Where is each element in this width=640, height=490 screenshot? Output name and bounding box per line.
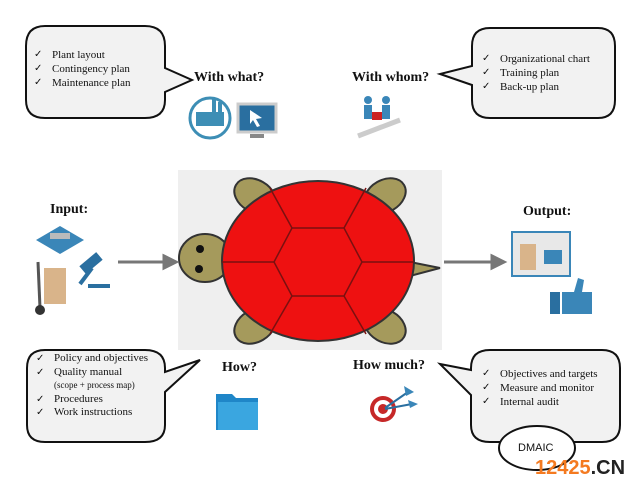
machine-icon — [511, 231, 571, 277]
list-item: Work instructions — [32, 406, 164, 420]
teamwork-icon — [357, 96, 401, 139]
list-item: Maintenance plan — [30, 76, 131, 90]
computer-icon — [236, 102, 278, 138]
quality-manual-note: (scope + process map) — [54, 380, 135, 390]
how-much-list: Objectives and targets Measure and monit… — [478, 367, 618, 409]
list-item: Contingency plan — [30, 62, 131, 76]
thumbs-up-icon — [550, 278, 592, 314]
how-heading: How? — [222, 360, 257, 375]
with-what-heading: With what? — [194, 70, 265, 85]
how-much-heading: How much? — [353, 358, 425, 373]
target-icon — [370, 386, 418, 422]
factory-icon — [188, 96, 232, 140]
list-item: Quality manual(scope + process map) — [32, 366, 164, 393]
output-heading: Output: — [523, 204, 572, 219]
list-item: Internal audit — [478, 395, 618, 409]
watermark: 12425.CN — [535, 457, 626, 479]
dmaic-bubble — [498, 425, 576, 471]
list-item: Policy and objectives — [32, 352, 164, 366]
handshake-icon — [36, 226, 84, 254]
list-item: Objectives and targets — [478, 367, 618, 381]
list-item: Training plan — [478, 66, 590, 80]
with-whom-list: Organizational chart Training plan Back-… — [478, 52, 590, 94]
input-arrow — [118, 253, 180, 271]
with-what-list: Plant layout Contingency plan Maintenanc… — [30, 48, 131, 90]
output-arrow — [444, 253, 508, 271]
with-whom-heading: With whom? — [352, 70, 430, 85]
list-item: Organizational chart — [478, 52, 590, 66]
list-item: Measure and monitor — [478, 381, 618, 395]
folder-icon — [216, 394, 258, 430]
gavel-icon — [78, 252, 110, 288]
how-list: Policy and objectives Quality manual(sco… — [32, 352, 164, 420]
list-item: Plant layout — [30, 48, 131, 62]
list-item: Procedures — [32, 393, 164, 407]
handcart-icon — [35, 261, 66, 315]
input-heading: Input: — [50, 202, 89, 217]
dmaic-label: DMAIC — [518, 442, 554, 454]
turtle-shell — [221, 180, 415, 342]
list-item: Back-up plan — [478, 80, 590, 94]
